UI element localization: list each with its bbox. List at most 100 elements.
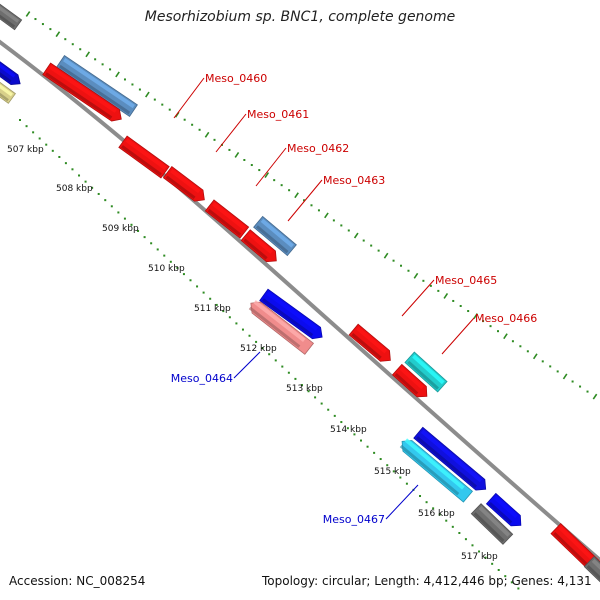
gene-meso-0461b[interactable] bbox=[118, 135, 170, 179]
tick-dot bbox=[432, 507, 435, 510]
gene-meso-0466[interactable] bbox=[404, 351, 448, 393]
feature-gray-edge[interactable] bbox=[583, 555, 600, 589]
tick-dot bbox=[497, 568, 500, 571]
callout-line bbox=[233, 351, 261, 379]
tick-dot bbox=[176, 266, 179, 269]
tick-dot bbox=[392, 470, 395, 473]
tick-mark bbox=[532, 353, 538, 360]
scale-label: 508 kbp bbox=[56, 184, 93, 194]
tick-dot bbox=[150, 242, 153, 245]
callout-line bbox=[173, 77, 205, 119]
gene-meso-0465b[interactable] bbox=[391, 363, 431, 401]
feature-gray-top[interactable] bbox=[0, 1, 23, 31]
tick-dot bbox=[268, 353, 271, 356]
tick-dot bbox=[32, 131, 35, 134]
gene-label[interactable]: Meso_0463 bbox=[323, 174, 385, 187]
gene-meso-0463[interactable] bbox=[253, 215, 297, 257]
gene-label[interactable]: Meso_0465 bbox=[435, 274, 497, 287]
tick-dot bbox=[213, 138, 216, 141]
feature-blue-lower[interactable] bbox=[413, 426, 490, 494]
tick-dot bbox=[45, 143, 48, 146]
tick-dot bbox=[294, 377, 297, 380]
tick-mark bbox=[413, 272, 419, 279]
tick-dot bbox=[196, 285, 199, 288]
tick-dot bbox=[386, 464, 389, 467]
tick-dot bbox=[519, 345, 522, 348]
tick-dot bbox=[451, 525, 454, 528]
scale-label: 513 kbp bbox=[286, 384, 323, 394]
tick-dot bbox=[452, 299, 455, 302]
tick-dot bbox=[437, 289, 440, 292]
callout-line bbox=[215, 113, 247, 153]
scale-label: 514 kbp bbox=[330, 425, 367, 435]
tick-dot bbox=[235, 322, 238, 325]
scale-label: 510 kbp bbox=[148, 264, 185, 274]
tick-dot bbox=[346, 427, 349, 430]
tick-dot bbox=[71, 168, 74, 171]
gene-label[interactable]: Meso_0460 bbox=[205, 72, 267, 85]
callout-line bbox=[255, 147, 287, 187]
tick-mark bbox=[85, 51, 91, 58]
tick-dot bbox=[261, 347, 264, 350]
tick-dot bbox=[422, 279, 425, 282]
tick-dot bbox=[25, 125, 28, 128]
gene-meso-0462c[interactable] bbox=[240, 229, 281, 266]
callout-line bbox=[385, 484, 419, 520]
tick-dot bbox=[366, 445, 369, 448]
tick-dot bbox=[248, 334, 251, 337]
tick-dot bbox=[303, 199, 306, 202]
tick-dot bbox=[405, 482, 408, 485]
gene-meso-0460[interactable] bbox=[56, 55, 138, 117]
gene-meso-0462[interactable] bbox=[162, 166, 208, 206]
tick-dot bbox=[153, 98, 156, 101]
tick-dot bbox=[347, 229, 350, 232]
tick-dot bbox=[191, 123, 194, 126]
feature-blue-left[interactable] bbox=[0, 60, 24, 88]
tick-dot bbox=[137, 229, 140, 232]
tick-dot bbox=[419, 495, 422, 498]
feature-red-edge[interactable] bbox=[550, 522, 600, 574]
tick-dot bbox=[362, 239, 365, 242]
tick-dot bbox=[478, 550, 481, 553]
tick-dot bbox=[541, 360, 544, 363]
tick-dot bbox=[110, 205, 113, 208]
tick-dot bbox=[38, 137, 41, 140]
tick-dot bbox=[464, 538, 467, 541]
gene-meso-0464[interactable] bbox=[247, 298, 315, 355]
tick-mark bbox=[353, 232, 359, 239]
feature-khaki-left[interactable] bbox=[0, 80, 16, 104]
feature-blue-small[interactable] bbox=[485, 492, 525, 530]
feature-gray-lower[interactable] bbox=[470, 503, 514, 545]
tick-dot bbox=[123, 217, 126, 220]
scale-label: 517 kbp bbox=[461, 552, 498, 562]
scale-label: 515 kbp bbox=[374, 467, 411, 477]
gene-label[interactable]: Meso_0462 bbox=[287, 142, 349, 155]
gene-label[interactable]: Meso_0467 bbox=[323, 513, 385, 526]
gene-label[interactable]: Meso_0461 bbox=[247, 108, 309, 121]
tick-dot bbox=[241, 328, 244, 331]
tick-mark bbox=[383, 252, 389, 259]
tick-mark bbox=[562, 373, 568, 380]
tick-dot bbox=[71, 43, 74, 46]
gene-meso-0467[interactable] bbox=[398, 436, 474, 503]
gene-label[interactable]: Meso_0464 bbox=[171, 372, 233, 385]
gene-meso-0461[interactable] bbox=[42, 62, 125, 125]
gene-label[interactable]: Meso_0466 bbox=[475, 312, 537, 325]
tick-dot bbox=[549, 365, 552, 368]
feature-blue-mid[interactable] bbox=[259, 288, 326, 343]
tick-dot bbox=[438, 513, 441, 516]
gene-meso-0462b[interactable] bbox=[204, 199, 250, 239]
tick-dot bbox=[228, 316, 231, 319]
tick-dot bbox=[58, 155, 61, 158]
gene-meso-0465[interactable] bbox=[348, 323, 395, 366]
tick-dot bbox=[429, 284, 432, 287]
tick-dot bbox=[484, 556, 487, 559]
tick-dot bbox=[64, 162, 67, 165]
tick-dot bbox=[51, 149, 54, 152]
tick-dot bbox=[209, 297, 212, 300]
tick-dot bbox=[340, 421, 343, 424]
tick-dot bbox=[123, 78, 126, 81]
tick-dot bbox=[117, 211, 120, 214]
tick-mark bbox=[324, 212, 329, 219]
